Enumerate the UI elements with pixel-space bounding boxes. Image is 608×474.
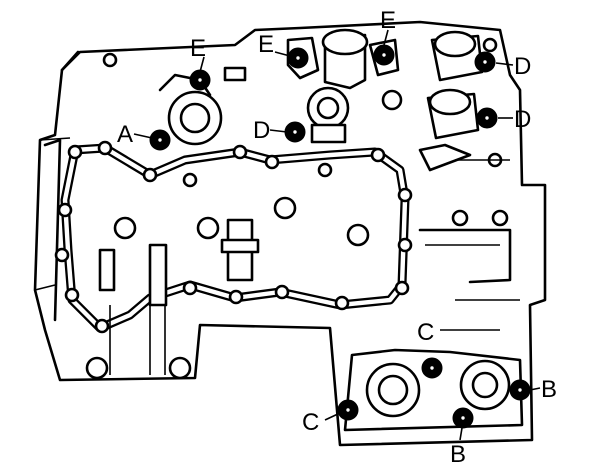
component-labels: E E E A D D D C C B B — [117, 7, 557, 468]
interior-holes — [85, 37, 509, 380]
solenoid-d-right — [426, 30, 498, 140]
gasket-channel — [60, 143, 410, 333]
label-d-2: D — [514, 53, 531, 80]
label-e-1: E — [190, 35, 206, 62]
valve-body-outline — [33, 20, 547, 447]
label-d-1: D — [253, 117, 270, 144]
label-b-1: B — [541, 376, 557, 403]
solenoid-b-group — [337, 348, 531, 432]
label-d-3: D — [514, 106, 531, 133]
label-b-2: B — [450, 441, 466, 468]
spool-valves — [98, 218, 260, 375]
label-e-3: E — [380, 7, 396, 34]
label-c-1: C — [417, 319, 434, 346]
solenoid-e-center — [286, 28, 400, 90]
solenoid-d-center — [284, 86, 350, 144]
leader-lines — [133, 29, 541, 441]
label-a: A — [117, 121, 133, 148]
solenoid-a — [149, 66, 247, 151]
gasket-bolts — [54, 140, 413, 334]
right-passages — [418, 143, 520, 331]
label-c-2: C — [302, 409, 319, 436]
label-e-2: E — [258, 31, 274, 58]
